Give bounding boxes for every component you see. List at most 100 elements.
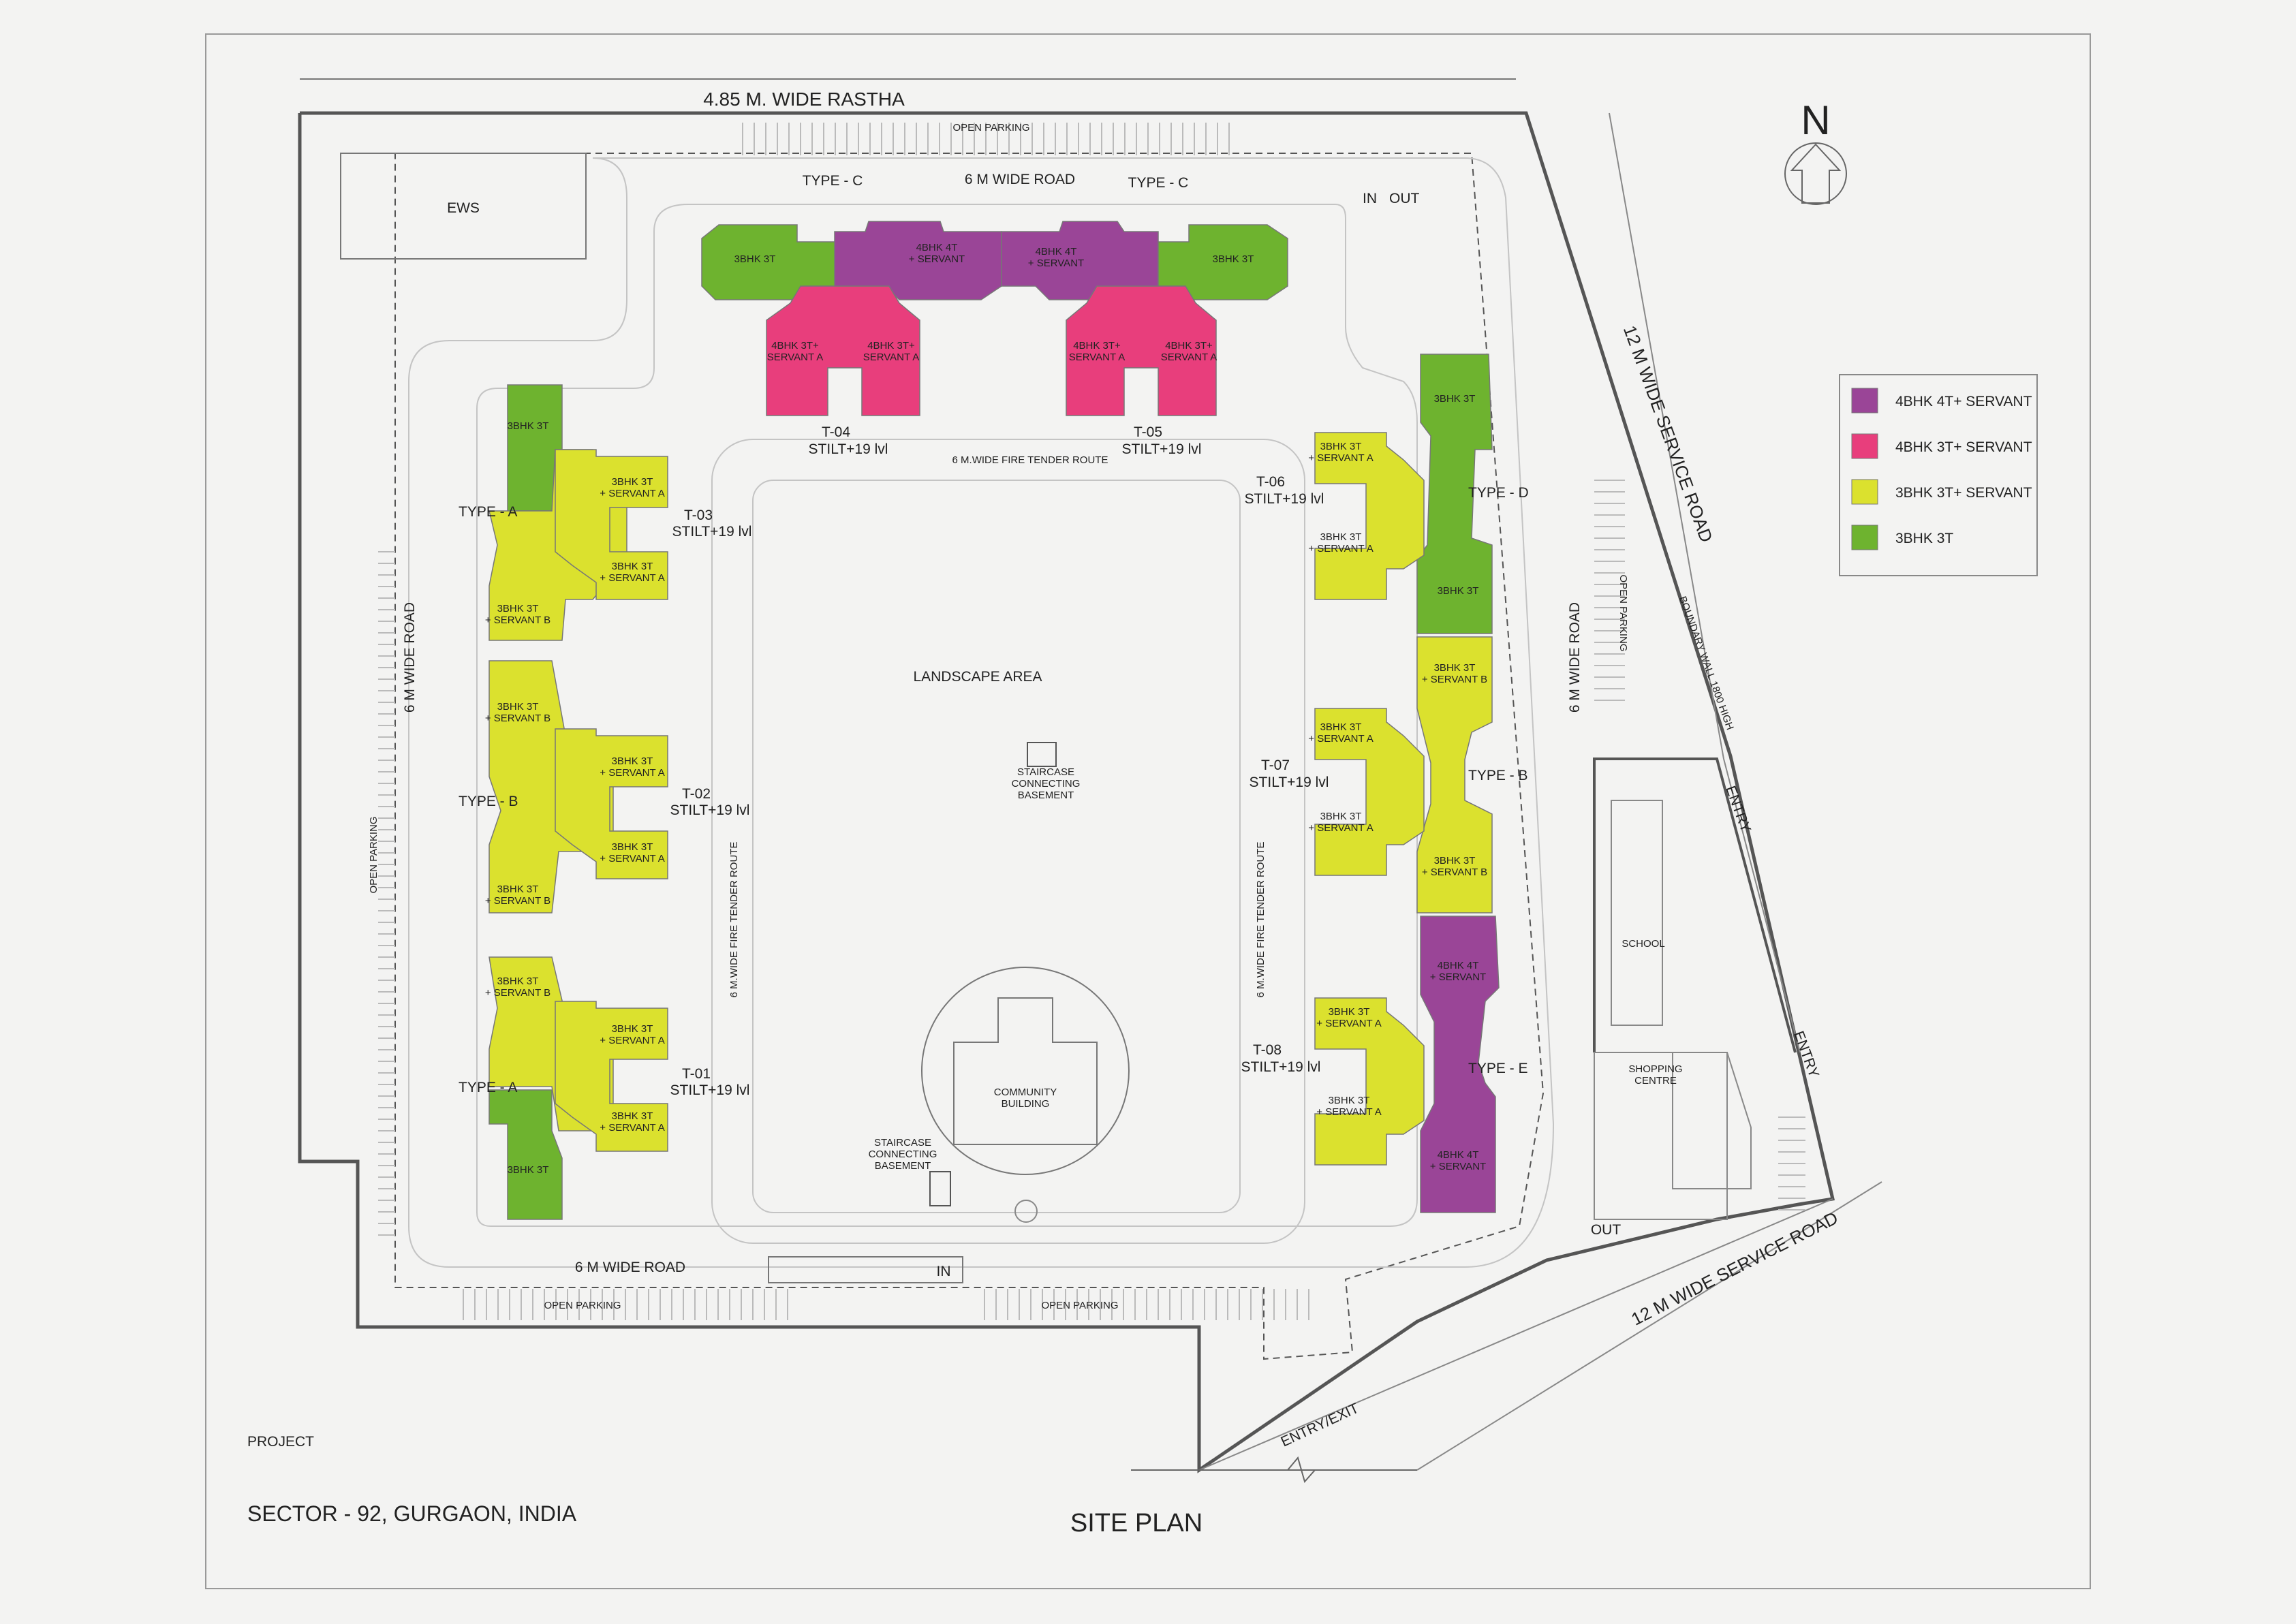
t01-unit-a1: + SERVANT A	[600, 1035, 664, 1046]
t08-type: TYPE - E	[1468, 1061, 1528, 1076]
t01-green-block	[488, 1089, 563, 1220]
entry-label-1: ENTRY	[1722, 784, 1754, 834]
school-plot	[1593, 758, 1797, 1053]
staircase-1-l3: BASEMENT	[1018, 790, 1074, 801]
t02-type: TYPE - B	[459, 794, 518, 809]
tower-blocks	[488, 221, 1500, 1220]
t03-unit-3bhk: 3BHK 3T	[508, 420, 549, 432]
t02-unit-a2: + SERVANT A	[600, 853, 664, 864]
legend-label: 3BHK 3T	[1895, 531, 1953, 546]
t04-pink-block	[766, 285, 920, 416]
t04-type: TYPE - C	[803, 173, 863, 189]
ews-label: EWS	[447, 200, 480, 216]
t03-unit-a1: 3BHK 3T	[612, 476, 653, 488]
legend-label: 4BHK 3T+ SERVANT	[1895, 439, 2032, 455]
t07-unit-a2: 3BHK 3T	[1320, 811, 1362, 822]
t07-floors: STILT+19 lvl	[1250, 775, 1329, 790]
t05-type: TYPE - C	[1128, 175, 1189, 191]
t02-unit-b1: + SERVANT B	[485, 713, 550, 724]
staircase-1-l1: STAIRCASE	[1017, 766, 1074, 778]
entry-label-2: ENTRY	[1790, 1029, 1822, 1080]
top-rastha-label: 4.85 M. WIDE RASTHA	[703, 89, 905, 110]
t04-unit-4bhk4t: 4BHK 4T	[916, 242, 958, 253]
legend-swatch	[1851, 479, 1878, 505]
open-parking-left: OPEN PARKING	[368, 816, 379, 893]
t01-floors: STILT+19 lvl	[670, 1082, 750, 1098]
fire-route-ring	[711, 439, 1305, 1244]
inner-road-outer	[408, 157, 1555, 1268]
t05-unit-4bhk3t-b: SERVANT A	[1161, 352, 1217, 363]
t05-floors: STILT+19 lvl	[1122, 441, 1202, 457]
boundary-wall-label: BOUNDARY WALL 1800 HIGH	[1677, 595, 1736, 732]
t02-unit-b2: 3BHK 3T	[497, 884, 539, 895]
t06-wing	[1314, 432, 1425, 600]
t07-unit-b1: 3BHK 3T	[1434, 662, 1476, 674]
t03-unit-a2: + SERVANT A	[600, 572, 664, 584]
t05-unit-4bhk3t-a: SERVANT A	[1069, 352, 1126, 363]
inner-road-inner	[476, 204, 1418, 1227]
open-parking-right: OPEN PARKING	[1617, 574, 1629, 651]
t08-unit-4bhk-b: 4BHK 4T	[1438, 1149, 1479, 1161]
shopping-building	[1672, 1052, 1752, 1189]
parking-bottom-left	[463, 1289, 788, 1320]
t07-yellow-core	[1416, 636, 1493, 914]
t05-name: T-05	[1134, 424, 1162, 440]
fountain	[1014, 1200, 1038, 1223]
staircase-2-l2: CONNECTING	[869, 1149, 937, 1160]
t02-floors: STILT+19 lvl	[670, 802, 750, 818]
inner-road-top-label: 6 M WIDE ROAD	[965, 172, 1075, 187]
t07-name: T-07	[1261, 758, 1290, 773]
fire-route-top-label: 6 M.WIDE FIRE TENDER ROUTE	[952, 454, 1108, 466]
shopping-plot	[1594, 1052, 1728, 1220]
t03-unit-b: 3BHK 3T	[497, 603, 539, 614]
t01-type: TYPE - A	[459, 1080, 517, 1095]
t06-name: T-06	[1256, 474, 1285, 490]
t01-unit-a1: 3BHK 3T	[612, 1023, 653, 1035]
t08-unit-4bhk-a: 4BHK 4T	[1438, 960, 1479, 971]
landscape-label: LANDSCAPE AREA	[913, 669, 1042, 685]
t04-unit-4bhk3t-a: SERVANT A	[767, 352, 824, 363]
staircase-1-l2: CONNECTING	[1012, 778, 1081, 790]
t02-unit-a1: + SERVANT A	[600, 767, 664, 779]
t03-type: TYPE - A	[459, 504, 517, 520]
t08-floors: STILT+19 lvl	[1241, 1059, 1321, 1075]
parking-bottom-right	[984, 1289, 1309, 1320]
community-l1: COMMUNITY	[994, 1087, 1057, 1098]
legend-box	[1839, 374, 2038, 576]
out-label-bottom: OUT	[1591, 1222, 1622, 1238]
sheet-title: SITE PLAN	[1070, 1509, 1203, 1537]
t03-unit-a2: 3BHK 3T	[612, 561, 653, 572]
setback-dashed-line	[341, 153, 1545, 1360]
t02-unit-a1: 3BHK 3T	[612, 755, 653, 767]
open-parking-br: OPEN PARKING	[1041, 1300, 1118, 1311]
open-parking-top: OPEN PARKING	[952, 122, 1029, 134]
t08-unit-4bhk-a: + SERVANT	[1430, 971, 1486, 983]
shopping-l2: CENTRE	[1634, 1075, 1677, 1087]
t01-wing	[555, 1001, 668, 1152]
south-service-road-label: 12 M WIDE SERVICE ROAD	[1628, 1207, 1841, 1329]
parking-top	[742, 123, 1230, 155]
t08-name: T-08	[1253, 1042, 1282, 1058]
t08-purple-block	[1420, 916, 1500, 1213]
t07-unit-b2: 3BHK 3T	[1434, 855, 1476, 866]
break-line	[1287, 1456, 1316, 1484]
community-circle	[921, 967, 1130, 1175]
t07-type: TYPE - B	[1468, 768, 1528, 783]
legend-swatch	[1851, 388, 1878, 413]
inner-road-left-label: 6 M WIDE ROAD	[402, 602, 418, 713]
t06-unit-a1: 3BHK 3T	[1320, 441, 1362, 452]
t06-unit-a2: 3BHK 3T	[1320, 531, 1362, 543]
t06-unit-a1: + SERVANT A	[1308, 452, 1373, 464]
parking-right	[1594, 480, 1625, 701]
t08-unit-4bhk-b: + SERVANT	[1430, 1161, 1486, 1172]
north-arrow-head	[1790, 143, 1842, 204]
north-letter: N	[1801, 97, 1830, 143]
t02-unit-b2: + SERVANT B	[485, 895, 550, 907]
t04-name: T-04	[822, 424, 850, 440]
t06-unit-3bhk-b: 3BHK 3T	[1438, 585, 1479, 597]
legend-swatch	[1851, 433, 1878, 459]
t07-unit-a1: + SERVANT A	[1308, 733, 1373, 745]
